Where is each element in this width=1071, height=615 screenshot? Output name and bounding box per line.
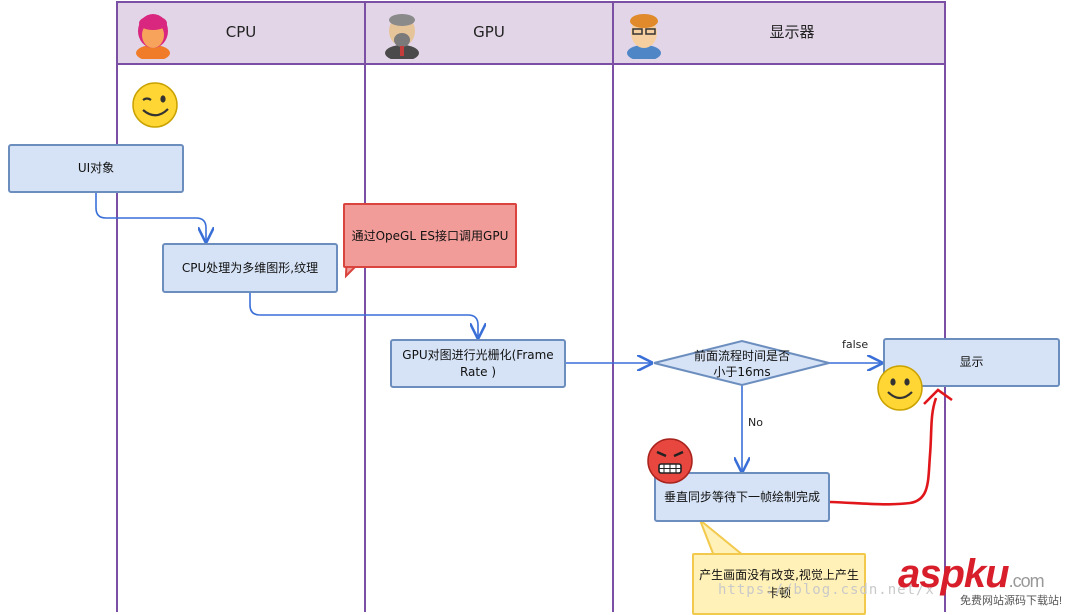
lane-title-display: 显示器 bbox=[769, 23, 815, 41]
edge-label-no: No bbox=[748, 416, 763, 429]
lane-border-left bbox=[116, 64, 118, 612]
jank-callout-line1: 产生画面没有改变,视觉上产生 bbox=[699, 568, 859, 582]
ui-object-node: UI对象 bbox=[8, 144, 184, 193]
opengl-callout: 通过OpeGL ES接口调用GPU bbox=[343, 203, 517, 268]
connector-ui-to-cpu bbox=[95, 192, 206, 240]
man-with-glasses-avatar-icon bbox=[627, 14, 661, 59]
jank-callout-pointer bbox=[697, 516, 747, 557]
logo-suffix: .com bbox=[1008, 571, 1045, 591]
lane-title-cpu: CPU bbox=[225, 23, 257, 41]
decision-label-line2: 小于16ms bbox=[713, 365, 771, 380]
gpu-raster-label-line2: Rate ) bbox=[459, 364, 496, 379]
red-annotation-arrowhead bbox=[923, 388, 953, 405]
aspku-logo: aspku.com bbox=[898, 552, 1045, 597]
cpu-process-node: CPU处理为多维图形,纹理 bbox=[162, 243, 338, 293]
lane-title-gpu: GPU bbox=[473, 23, 505, 41]
decision-label-line1: 前面流程时间是否 bbox=[693, 349, 790, 363]
decision-label: 前面流程时间是否 小于16ms bbox=[672, 348, 812, 380]
lane-header-bar bbox=[116, 1, 946, 65]
lane-divider bbox=[612, 1, 614, 65]
gpu-raster-node: GPU对图进行光栅化(Frame Rate ) bbox=[390, 339, 566, 388]
red-annotation-arrow bbox=[829, 397, 938, 506]
connector-cpu-to-gpu bbox=[249, 292, 478, 336]
watermark-url: https://blog.csdn.net/x bbox=[718, 582, 935, 598]
smiley-icon bbox=[877, 365, 923, 411]
logo-text: aspku bbox=[898, 552, 1010, 596]
angry-face-icon bbox=[647, 438, 693, 484]
woman-avatar-icon bbox=[136, 14, 170, 59]
jank-callout-line2: 卡顿 bbox=[766, 586, 791, 600]
logo-subtitle: 免费网站源码下载站! bbox=[960, 595, 1063, 607]
winking-smiley-icon bbox=[132, 82, 178, 128]
lane-divider bbox=[364, 64, 366, 612]
vsync-wait-node: 垂直同步等待下一帧绘制完成 bbox=[654, 472, 830, 522]
jank-callout: 产生画面没有改变,视觉上产生 卡顿 bbox=[692, 553, 866, 615]
decision-diamond bbox=[653, 339, 830, 387]
lane-divider bbox=[612, 64, 614, 612]
bearded-man-avatar-icon bbox=[385, 14, 419, 59]
edge-label-false: false bbox=[842, 338, 869, 351]
gpu-raster-label-line1: GPU对图进行光栅化(Frame bbox=[402, 348, 554, 363]
lane-divider bbox=[364, 1, 366, 65]
